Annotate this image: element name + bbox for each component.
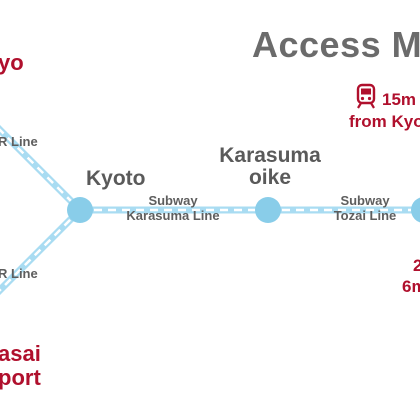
jr-line-upper-route — [0, 125, 83, 213]
jr-line-lower-route — [0, 207, 83, 295]
kyoto-station-label: Kyoto — [86, 167, 146, 190]
kansai-airport-label: asai port — [0, 342, 41, 390]
karasuma-line-label-2: Karasuma Line — [126, 208, 220, 223]
karasuma-oike-line1: Karasuma — [219, 144, 321, 167]
top-left-destination: yo — [0, 50, 24, 75]
kansai-airport-line2: port — [0, 365, 41, 390]
karasuma-oike-station-dot — [255, 197, 281, 223]
kansai-airport-line1: asai — [0, 341, 41, 366]
access-time-minutes: 15m — [382, 90, 417, 109]
right-edge-text-2: 6m — [402, 277, 420, 296]
right-edge-text-1: 2 — [413, 256, 420, 275]
karasuma-line-label-1: Subway — [148, 193, 198, 208]
jr-line-upper-label: R Line — [0, 134, 38, 149]
jr-line-lower-label: R Line — [0, 266, 38, 281]
karasuma-line-label: Subway Karasuma Line — [118, 193, 228, 223]
train-icon — [356, 83, 376, 109]
map-title: Access M — [252, 24, 420, 65]
kyoto-station-dot — [67, 197, 93, 223]
karasuma-oike-line2: oike — [248, 166, 292, 189]
access-time-from: from Kyo — [349, 112, 420, 131]
karasuma-oike-station-label: Karasuma oike — [212, 145, 328, 189]
edge-station-dot — [411, 197, 420, 223]
tozai-line-label-2: Tozai Line — [333, 208, 397, 223]
tozai-line-label: Subway Tozai Line — [322, 193, 408, 223]
tozai-line-label-1: Subway — [340, 193, 390, 208]
